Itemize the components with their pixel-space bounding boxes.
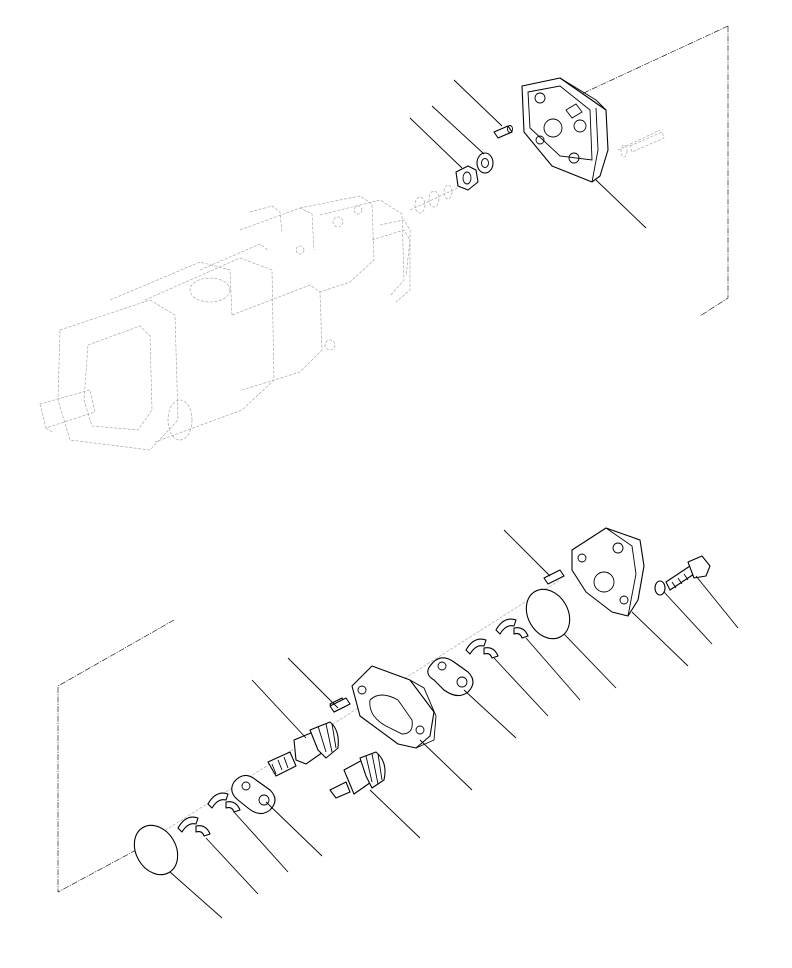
upper-pin xyxy=(493,125,513,139)
leader-lower-backup-ring-left-a xyxy=(205,837,259,895)
upper-ghost-bolt-axis xyxy=(617,129,661,151)
upper-callout-leaders xyxy=(409,79,647,229)
lower-body xyxy=(351,665,437,749)
leader-lower-backup-ring-right-a xyxy=(493,657,549,717)
lower-driven-gear xyxy=(329,751,386,799)
leader-lower-thrust-plate-left xyxy=(265,801,323,857)
leader-upper-washer xyxy=(431,105,485,155)
upper-washer xyxy=(476,152,494,174)
lower-washer xyxy=(654,580,666,596)
leader-upper-cover xyxy=(595,179,647,229)
leader-lower-backup-ring-right-b xyxy=(525,637,581,701)
lower-frame xyxy=(57,619,175,893)
upper-frame xyxy=(559,25,729,317)
leader-lower-seal-right xyxy=(563,633,617,689)
lower-backup-ring-right-b xyxy=(495,618,529,639)
upper-axis xyxy=(409,185,463,211)
leader-lower-pin-right xyxy=(503,529,551,577)
leader-lower-thrust-plate-right xyxy=(463,689,517,739)
lower-pin-right xyxy=(543,569,565,585)
lower-thrust-plate-right xyxy=(427,657,474,697)
leader-lower-seal-left xyxy=(169,871,223,919)
leader-lower-drive-gear xyxy=(251,679,307,739)
lower-pin-middle xyxy=(329,697,351,713)
leader-upper-pin xyxy=(453,79,503,127)
lower-bolt xyxy=(665,555,711,591)
leader-lower-driven-gear xyxy=(369,789,421,839)
ghost-bolt-head xyxy=(620,144,628,158)
lower-cover xyxy=(571,527,645,617)
leader-upper-nut xyxy=(409,117,463,169)
ghost-ring-c xyxy=(443,184,453,200)
lower-seal-right xyxy=(525,588,571,640)
lower-thrust-plate-left xyxy=(231,774,276,815)
leader-lower-backup-ring-left-b xyxy=(233,811,289,873)
leader-lower-washer xyxy=(663,591,713,645)
leader-lower-cover xyxy=(631,611,689,667)
lower-backup-ring-right-a xyxy=(465,638,499,659)
leader-lower-bolt xyxy=(695,575,739,629)
ghost-pump-assembly xyxy=(39,195,411,451)
lower-backup-ring-left-a xyxy=(177,816,211,837)
upper-nut xyxy=(455,165,479,191)
ghost-bolt-shank xyxy=(629,131,665,153)
lower-callout-leaders xyxy=(169,529,739,919)
lower-seal-left xyxy=(133,824,179,876)
ghost-ring-a xyxy=(414,196,426,214)
leader-lower-body xyxy=(419,739,473,791)
upper-end-cover xyxy=(521,77,609,183)
ghost-ring-b xyxy=(428,190,440,208)
leader-lower-pin-middle xyxy=(287,657,339,709)
